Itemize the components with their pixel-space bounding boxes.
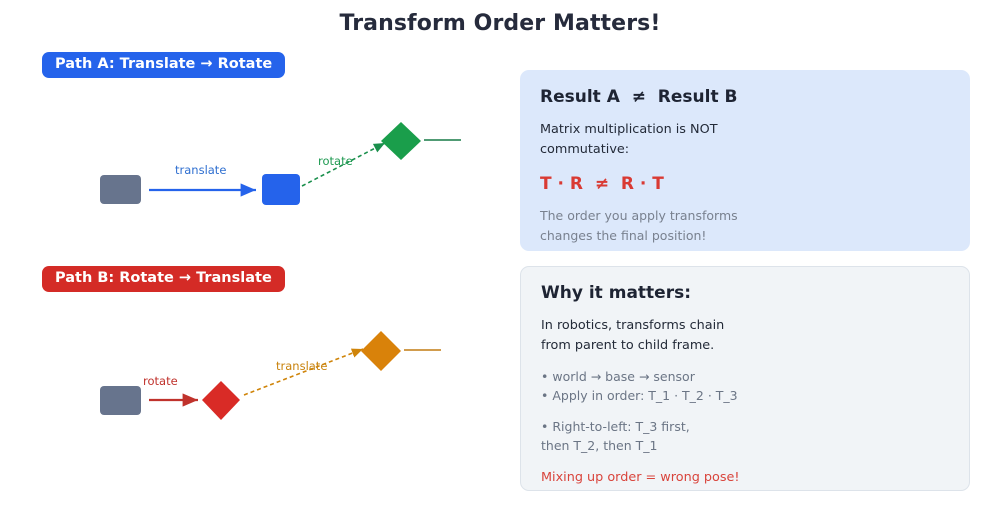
- why-panel-heading: Why it matters:: [541, 283, 691, 303]
- path-a-rotate-label: rotate: [318, 154, 353, 168]
- result-panel-formula: T · R ≠ R · T: [540, 174, 664, 195]
- path-b-start-square: [100, 386, 141, 415]
- result-panel-note: The order you apply transforms changes t…: [540, 208, 738, 244]
- why-panel: Why it matters: In robotics, transforms …: [520, 266, 970, 491]
- why-panel-body: In robotics, transforms chain from paren…: [541, 318, 725, 354]
- path-b-badge: Path B: Rotate → Translate: [42, 266, 285, 292]
- path-a-badge: Path A: Translate → Rotate: [42, 52, 286, 78]
- list-item: • Right-to-left: T_3 first, then T_2, th…: [541, 418, 690, 454]
- page-title: Transform Order Matters!: [339, 11, 661, 36]
- path-a-group: [100, 122, 461, 205]
- path-a-start-square: [100, 175, 141, 204]
- result-panel: Result A ≠ Result B Matrix multiplicatio…: [520, 70, 970, 251]
- path-a-end-diamond: [381, 122, 421, 160]
- path-b-rotate-label: rotate: [143, 374, 178, 388]
- path-a-mid-square: [262, 174, 300, 205]
- path-b-group: [100, 331, 441, 420]
- path-a-translate-label: translate: [175, 163, 227, 177]
- why-panel-warning: Mixing up order = wrong pose!: [541, 469, 740, 485]
- path-b-end-diamond: [361, 331, 401, 371]
- path-b-translate-label: translate: [276, 359, 328, 373]
- list-item: • world → base → sensor: [541, 369, 695, 385]
- why-panel-bullets: • world → base → sensor • Apply in order…: [541, 367, 949, 456]
- path-b-mid-diamond: [202, 381, 240, 420]
- list-item: • Apply in order: T_1 · T_2 · T_3: [541, 388, 738, 404]
- transform-paths-svg: [100, 122, 461, 420]
- path-b-translate-arrow: [243, 348, 364, 396]
- result-panel-heading: Result A ≠ Result B: [540, 87, 738, 107]
- result-panel-body: Matrix multiplication is NOT commutative…: [540, 122, 718, 158]
- path-a-rotate-arrow: [301, 142, 386, 187]
